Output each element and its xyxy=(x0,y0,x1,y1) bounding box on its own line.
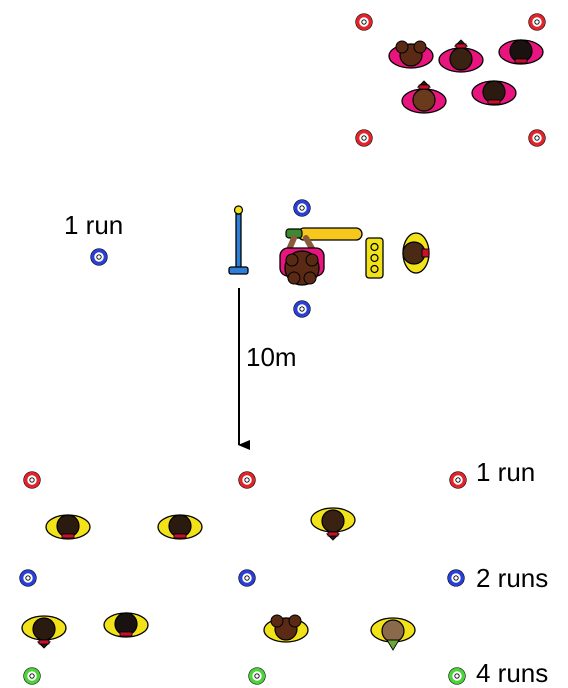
cone-icon xyxy=(23,471,41,489)
cone-icon xyxy=(19,569,37,587)
side-run-label: 1 run xyxy=(64,210,123,240)
distance-label: 10m xyxy=(246,342,297,372)
cone-icon xyxy=(248,667,266,685)
fielder-icon xyxy=(388,40,434,69)
fielder-icon xyxy=(103,612,149,638)
ball-bucket-icon xyxy=(365,237,384,279)
fielder-icon xyxy=(21,615,67,649)
fielder-icon xyxy=(401,80,447,114)
fielder-icon xyxy=(370,617,416,651)
cone-icon xyxy=(448,667,466,685)
cone-icon xyxy=(293,199,311,217)
fielder-icon xyxy=(310,507,356,541)
legend-blue-label: 2 runs xyxy=(476,563,548,593)
legend-red-label: 1 run xyxy=(476,457,535,487)
fielder-icon xyxy=(471,80,517,106)
bowler-icon xyxy=(402,232,430,274)
cone-icon xyxy=(23,667,41,685)
fielder-icon xyxy=(438,39,484,73)
cone-row-green xyxy=(23,667,466,685)
fielder-icon xyxy=(498,39,544,65)
cone-row-blue xyxy=(19,569,465,587)
fielder-group-pink xyxy=(388,39,544,114)
fielder-icon xyxy=(157,514,203,540)
fielding-square xyxy=(355,13,546,147)
fielder-group-yellow xyxy=(21,507,416,651)
fielder-icon xyxy=(263,614,309,643)
cone-row-red xyxy=(23,471,467,489)
legend-green-label: 4 runs xyxy=(476,658,548,688)
fielder-icon xyxy=(45,514,91,540)
cone-icon xyxy=(447,569,465,587)
stump-icon xyxy=(228,205,249,275)
cone-icon xyxy=(528,129,546,147)
cone-icon xyxy=(90,248,108,266)
cone-icon xyxy=(355,13,373,31)
cone-icon xyxy=(238,471,256,489)
cone-icon xyxy=(238,569,256,587)
cone-icon xyxy=(449,471,467,489)
cone-icon xyxy=(293,300,311,318)
cone-icon xyxy=(528,13,546,31)
cone-icon xyxy=(355,129,373,147)
batter-icon xyxy=(279,227,363,286)
